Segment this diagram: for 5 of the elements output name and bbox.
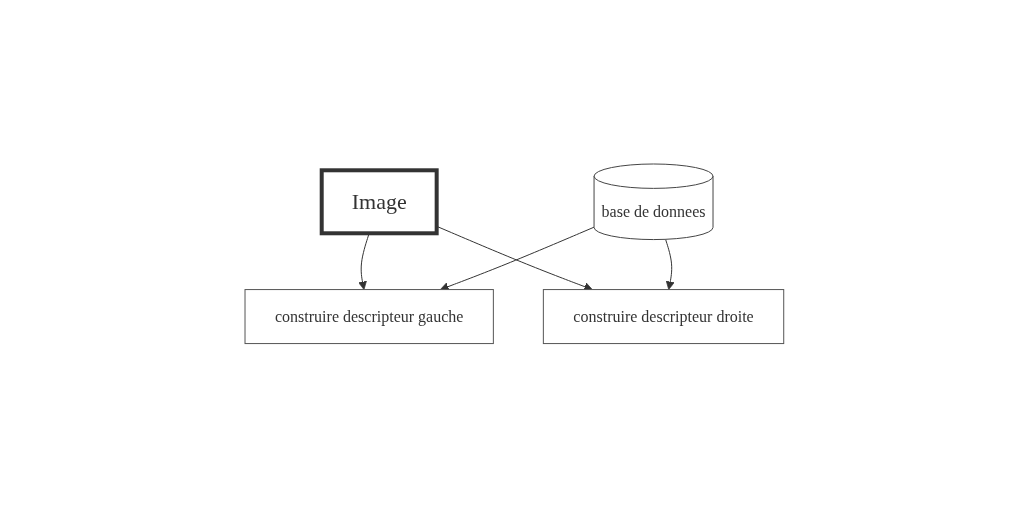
node-box: Image [319,168,439,236]
arrow [664,239,675,291]
arrow [357,233,370,291]
node-box: construire descripteur droite [542,289,784,345]
node-box: construire descripteur gauche [244,289,494,345]
